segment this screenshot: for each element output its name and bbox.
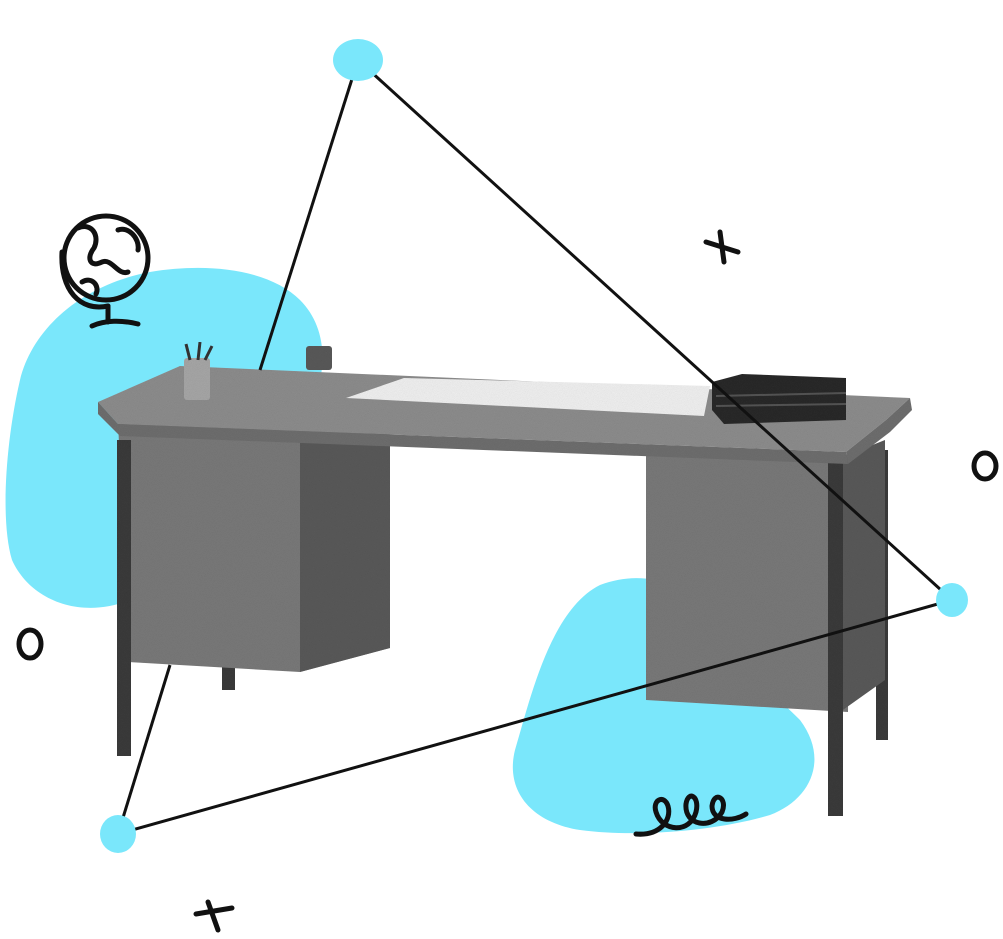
desk-leg-front-right xyxy=(828,460,843,816)
desk-leg-front-left xyxy=(117,440,131,756)
desk-left-pedestal-side xyxy=(300,432,390,672)
desk-right-pedestal xyxy=(646,448,850,712)
desk-top-edge xyxy=(98,402,848,464)
desk-right-pedestal-side xyxy=(840,440,885,712)
x-mark-icon xyxy=(703,229,741,265)
x-mark-icon xyxy=(193,899,235,933)
desk-top-edge-right xyxy=(846,398,912,464)
node-top xyxy=(333,39,383,81)
node-bottom-left xyxy=(100,815,136,853)
globe-icon xyxy=(59,213,151,329)
mug xyxy=(306,346,332,370)
node-right xyxy=(936,583,968,617)
triangle-connector xyxy=(116,58,954,836)
accent-blob-bottom xyxy=(512,578,815,834)
circle-mark-icon xyxy=(16,627,44,661)
desk-top xyxy=(98,366,910,452)
desk-blotter xyxy=(346,378,710,416)
circle-mark-icon xyxy=(971,450,999,482)
pencil-cup xyxy=(184,358,210,400)
squiggle-icon xyxy=(633,793,749,837)
